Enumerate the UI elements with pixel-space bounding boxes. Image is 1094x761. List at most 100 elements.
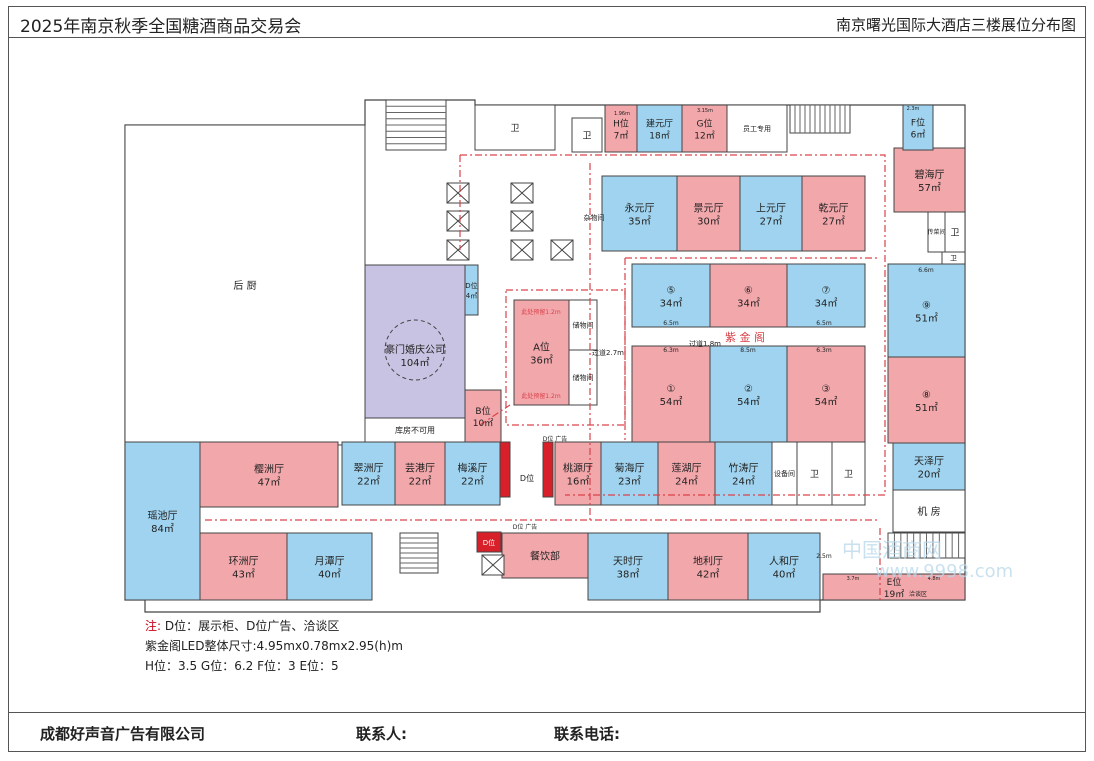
booth-qianyuan[interactable] [801,175,866,252]
booth-yungang-name: 芸港厅 [405,462,435,475]
booth-bihai[interactable] [893,147,966,213]
elevator-icon [510,239,534,261]
room-yuangong-label: 员工专用 [743,124,771,133]
booth-b5[interactable] [631,263,711,328]
booth-yongyuan-area-label: 35㎡ [628,216,651,228]
booth-bpos-name: B位 [475,405,490,417]
stairs-bottom-right [887,532,966,559]
booth-yuetan-area-label: 40㎡ [318,569,341,581]
booth-b8[interactable] [887,356,966,444]
booth-houchu[interactable] [124,124,366,446]
booth-tianze[interactable] [892,442,966,491]
stairs-top [789,104,851,134]
room-chuancan-label: 传菜间 [927,228,945,236]
booth-huanzhou[interactable] [199,532,288,601]
booth-yaochi[interactable] [124,441,201,601]
dim-85: 8.5m [740,347,756,354]
booth-fpos-area-label: 6㎡ [911,130,926,141]
booth-tianshi-area-label: 38㎡ [617,569,640,581]
dim-h-w: 1.96m [614,111,630,117]
booth-tianze-area-label: 20㎡ [918,469,941,481]
d-position-label: D位 [520,473,534,483]
booth-haomen-area [364,264,466,446]
booth-qianyuan-area-label: 27㎡ [822,216,845,228]
booth-b9[interactable] [887,263,966,358]
booth-apos-area-label: 36㎡ [530,355,553,367]
booth-yuetan-area [286,532,373,601]
room-wc6-label: 卫 [950,255,957,263]
map-frame [8,6,1086,752]
booth-jianyuan-area-label: 18㎡ [649,131,669,142]
booth-qianyuan-name: 乾元厅 [819,202,849,215]
d-ad-strip-1 [499,441,511,498]
booth-b2[interactable] [709,345,788,443]
decor-circle [384,319,446,381]
booth-jingyuan-area-label: 30㎡ [697,216,720,228]
red-d-box [476,531,502,553]
booth-bpos[interactable] [464,389,502,443]
dim-66: 6.6m [918,267,934,274]
booth-b1-area [631,345,711,443]
booth-renhe[interactable] [747,532,821,601]
booth-canyin[interactable] [501,532,589,579]
room-shebei-label: 设备间 [774,469,795,478]
room-storage1-label: 储物间 [573,321,594,330]
booth-jianyuan-name: 建元厅 [646,118,673,130]
booth-meixi[interactable] [444,441,501,506]
footer-bar: 成都好声音广告有限公司 联系人: 联系电话: [8,712,1086,752]
booth-apos[interactable] [513,299,570,406]
booth-tianshi[interactable] [587,532,669,601]
booth-haomen[interactable] [364,264,466,446]
room-storage1 [568,299,598,351]
dim-g-w: 3.15m [697,108,713,114]
booth-b1[interactable] [631,345,711,443]
room-storage2 [568,349,598,406]
booth-shangyuan-area-label: 27㎡ [760,216,783,228]
notes-line-2: 紫金阁LED整体尺寸:4.95mx0.78mx2.95(h)m [145,639,403,653]
room-jifang-label: 机 房 [917,505,940,518]
elevator-icon [481,554,505,576]
elevator-icon [446,210,470,232]
zawu-label: 杂物间 [584,213,605,222]
booth-yongyuan[interactable] [601,175,678,252]
booth-b6-area [709,263,788,328]
booth-qianyuan-area [801,175,866,252]
booth-gpos[interactable] [681,104,728,153]
room-kufang-label: 库房不可用 [395,425,435,435]
booth-fpos[interactable] [902,104,934,151]
booth-b8-area-label: 51㎡ [915,402,938,414]
room-storage2-label: 储物间 [573,373,594,382]
booth-gpos-area [681,104,728,153]
booth-b7[interactable] [786,263,866,328]
booth-epos[interactable] [822,573,966,601]
stairs-top-left [385,99,447,151]
booth-hpos[interactable] [604,104,638,153]
booth-yongyuan-area [601,175,678,252]
booth-b6[interactable] [709,263,788,328]
booth-cuizhou[interactable] [341,441,396,506]
booth-yingzhou[interactable] [199,441,339,508]
booth-lianhu-name: 莲湖厅 [672,463,702,475]
booth-b7-area-label: 34㎡ [815,298,838,310]
booth-yungang[interactable] [394,441,446,506]
booth-houchu-area [124,124,366,446]
d-ad-label-1: D位 广告 [543,435,568,443]
corridor-path-8 [505,289,626,426]
booth-hpos-area [604,104,638,153]
booth-renhe-name: 人和厅 [769,556,799,568]
header-bar: 2025年南京秋季全国糖酒商品交易会 南京曙光国际大酒店三楼展位分布图 [8,6,1086,38]
booth-yuetan[interactable] [286,532,373,601]
booth-jingyuan[interactable] [676,175,741,252]
booth-yingzhou-name: 樱洲厅 [254,464,284,476]
dim-e-w2: 4.8m [928,576,941,582]
dim-65-a: 6.5m [663,320,679,327]
phone-label: 联系电话: [554,725,620,743]
company-name: 成都好声音广告有限公司 [40,725,206,743]
booth-dpos4[interactable] [464,264,479,316]
booth-hpos-name: H位 [613,118,629,130]
booth-yungang-area [394,441,446,506]
booth-haomen-area-label: 104㎡ [400,357,429,369]
booth-tianze-area [892,442,966,491]
corridor-27m-label: 过道2.7m [592,348,624,357]
booth-yingzhou-area-label: 47㎡ [258,477,281,489]
